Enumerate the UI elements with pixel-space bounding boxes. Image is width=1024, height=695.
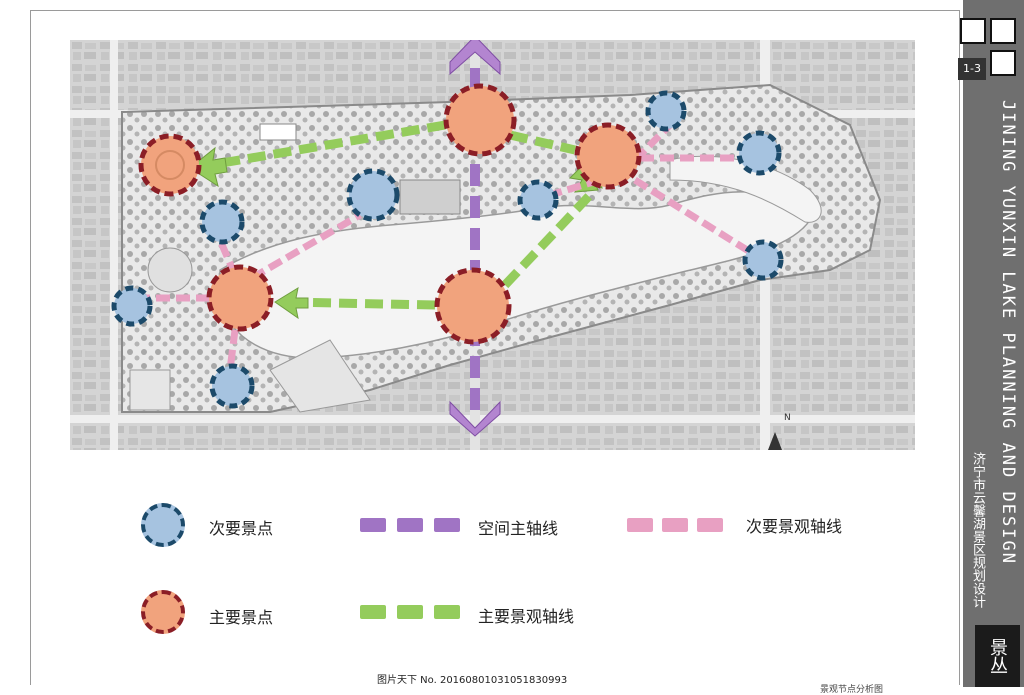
promenade [269, 339, 371, 413]
site-plan-map: N [70, 40, 915, 450]
secondary-axis-line [548, 176, 602, 199]
legend-secondary-axis-label: 次要景观轴线 [746, 517, 843, 536]
primary-spots [138, 83, 642, 345]
north-arrow-icon [768, 432, 782, 450]
legend-primary-spot-swatch [141, 590, 185, 634]
corner-square [990, 18, 1016, 44]
secondary-axis-line [633, 177, 757, 258]
legend-main-axis-label: 空间主轴线 [478, 519, 559, 538]
site-plan-svg: N [70, 40, 915, 450]
project-title-cn: 济宁市云馨湖景区规划设计 [970, 452, 985, 608]
arrow-left-icon [189, 146, 228, 188]
watermark-footer: 图片天下 No. 20160801031051830993 [377, 675, 568, 686]
dash [627, 518, 653, 532]
corner-square [990, 50, 1016, 76]
dash [697, 518, 723, 532]
primary-spot[interactable] [574, 122, 642, 190]
primary-landscape-axes [209, 120, 594, 310]
corner-square [960, 18, 986, 44]
primary-spot[interactable] [443, 83, 517, 157]
secondary-axis-line [250, 211, 362, 282]
building [399, 179, 461, 215]
title-sidebar [960, 0, 1024, 687]
building [259, 123, 297, 141]
plaza [147, 247, 193, 293]
legend-primary-axis-label: 主要景观轴线 [478, 607, 575, 626]
dash [662, 518, 688, 532]
axis-arrow-up-icon [449, 40, 501, 76]
dash [434, 605, 460, 619]
dash [397, 605, 423, 619]
page-number: 1-3 [958, 58, 986, 80]
dash [397, 518, 423, 532]
legend-secondary-spot-label: 次要景点 [209, 519, 274, 538]
secondary-spot[interactable] [645, 90, 687, 132]
secondary-spot[interactable] [111, 285, 153, 327]
main-spatial-axis [449, 40, 501, 437]
legend-primary-spot-label: 主要景点 [209, 608, 274, 627]
studio-logo: 景丛 [975, 625, 1020, 687]
primary-spot[interactable] [434, 267, 512, 345]
secondary-spot[interactable] [742, 239, 784, 281]
plaza [129, 369, 171, 411]
primary-spot[interactable] [138, 133, 202, 197]
secondary-spot[interactable] [736, 130, 782, 176]
primary-axis-line [209, 120, 446, 170]
secondary-axis-line [226, 329, 239, 371]
primary-axis-line [501, 191, 594, 289]
road [110, 40, 118, 450]
north-label: N [784, 413, 791, 423]
secondary-spot[interactable] [199, 199, 245, 245]
secondary-spot[interactable] [346, 168, 400, 222]
plaza-ring [155, 150, 185, 180]
secondary-spot[interactable] [517, 179, 559, 221]
sheet-border [30, 10, 960, 685]
primary-axis-line [508, 130, 577, 155]
dash [360, 518, 386, 532]
secondary-spot[interactable] [209, 363, 255, 409]
secondary-spots [111, 90, 784, 409]
legend-secondary-spot-swatch [141, 503, 185, 547]
project-title-en: JINING YUNXIN LAKE PLANNING AND DESIGN [998, 100, 1018, 565]
arrow-left-icon [274, 286, 309, 320]
dash [360, 605, 386, 619]
axis-arrow-down-icon [449, 400, 501, 437]
dash [434, 518, 460, 532]
drawing-subtitle: 景观节点分析图 [820, 685, 884, 695]
primary-spot[interactable] [206, 264, 274, 332]
